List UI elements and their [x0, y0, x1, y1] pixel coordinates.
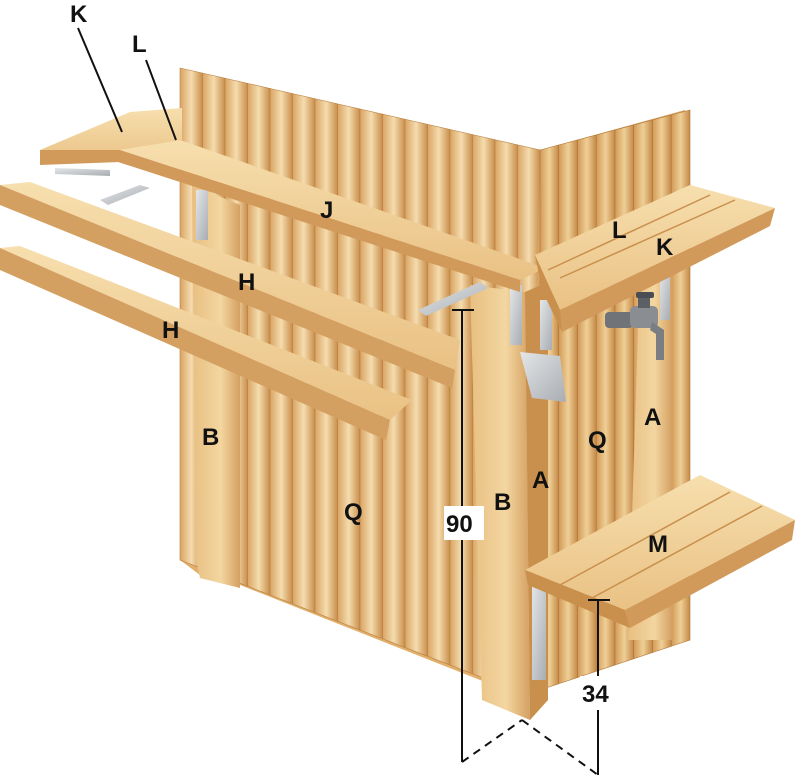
water-tap-icon — [605, 292, 664, 360]
lower-shelf — [525, 475, 795, 628]
leader-lines — [77, 27, 177, 141]
front-slat — [292, 93, 316, 613]
label-h-lower: H — [162, 317, 179, 344]
front-slat — [404, 118, 428, 657]
board-h-lower — [0, 246, 412, 440]
front-slat — [359, 108, 383, 640]
front-slat — [427, 123, 451, 666]
dimension-34: 34 — [582, 681, 609, 708]
label-b-left: B — [202, 424, 219, 451]
label-h-upper: H — [238, 269, 255, 296]
right-top-shelf — [535, 185, 775, 332]
front-slat — [382, 113, 406, 648]
label-k-top-left: K — [70, 1, 88, 28]
label-b-corner: B — [494, 489, 511, 516]
label-l-right: L — [612, 217, 627, 244]
label-q-side: Q — [588, 427, 607, 454]
label-a-right: A — [644, 404, 661, 431]
front-slat — [337, 103, 361, 631]
top-left-shelf — [40, 108, 182, 165]
metal-bracket-icon — [55, 168, 670, 680]
front-slat — [314, 98, 338, 622]
label-k-right: K — [656, 234, 674, 261]
label-m: M — [648, 531, 668, 558]
board-h-upper — [0, 182, 460, 388]
board-j — [118, 140, 545, 292]
label-q-front: Q — [344, 499, 363, 526]
label-l-top-left: L — [132, 31, 147, 58]
part-labels: K L J H H B Q B A Q A L K M 90 34 — [70, 1, 674, 708]
dimension-90: 90 — [446, 511, 473, 538]
label-a-side: A — [532, 467, 549, 494]
label-j: J — [320, 197, 333, 224]
dimension-lines — [444, 309, 618, 776]
